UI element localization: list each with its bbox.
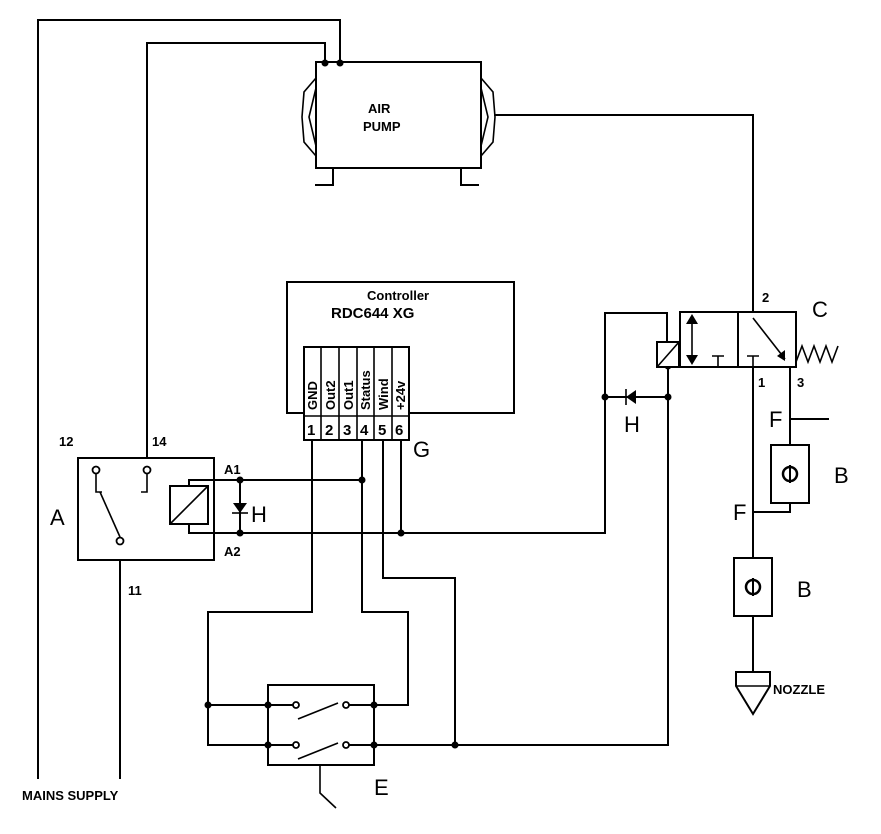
switch-label: E (374, 775, 389, 800)
relay-pin-12: 12 (59, 434, 73, 449)
flow-meter-label-upper: B (834, 463, 849, 488)
terminal-wires (204, 341, 669, 749)
relay-pin-11: 11 (128, 583, 142, 598)
valve-diode: H (601, 362, 672, 437)
relay: 12 14 11 A1 A2 A (50, 434, 241, 598)
valve-port-2: 2 (762, 290, 769, 305)
valve-label: C (812, 297, 828, 322)
relay-label: A (50, 505, 65, 530)
terminal-number-5: 5 (378, 422, 386, 439)
terminal-block: GND Out2 Out1 Status Wind +24v 1 2 3 4 5… (303, 346, 430, 462)
nozzle-label: NOZZLE (773, 682, 825, 697)
flow-meter-upper: B (770, 444, 849, 504)
terminal-number-2: 2 (325, 422, 333, 439)
air-line: F F (733, 366, 829, 673)
valve-port-3: 3 (797, 375, 804, 390)
controller-label-1: Controller (367, 288, 429, 303)
terminal-number-4: 4 (360, 422, 369, 439)
mains-supply-label: MAINS SUPPLY (22, 788, 119, 803)
terminal-name-5: Wind (376, 378, 391, 410)
filter-label-2: F (733, 500, 746, 525)
terminal-name-4: Status (358, 370, 373, 410)
flow-meter-lower: B (733, 557, 812, 617)
switch: E (264, 684, 389, 809)
coil-a2: A2 (224, 544, 241, 559)
controller-label-2: RDC644 XG (331, 305, 414, 322)
coil-wiring: H (188, 312, 668, 537)
air-pump: AIR PUMP (301, 59, 496, 186)
terminal-name-2: Out2 (323, 380, 338, 410)
diode-label-valve: H (624, 412, 640, 437)
solenoid-valve: 2 1 3 C (656, 290, 839, 390)
terminal-block-label: G (413, 437, 430, 462)
terminal-number-3: 3 (343, 422, 351, 439)
terminal-number-6: 6 (395, 422, 403, 439)
diode-label-relay: H (251, 502, 267, 527)
relay-pin-14: 14 (152, 434, 167, 449)
filter-label-1: F (769, 407, 782, 432)
coil-a1: A1 (224, 462, 241, 477)
air-pump-label-1: AIR (368, 101, 391, 116)
air-pump-label-2: PUMP (363, 119, 401, 134)
mains-wires (37, 19, 341, 779)
air-hose (494, 114, 754, 313)
terminal-name-6: +24v (393, 380, 408, 410)
terminal-number-1: 1 (307, 422, 315, 439)
valve-port-1: 1 (758, 375, 765, 390)
flow-meter-label-lower: B (797, 577, 812, 602)
nozzle: NOZZLE (735, 671, 825, 716)
terminal-name-1: GND (305, 381, 320, 410)
terminal-name-3: Out1 (341, 380, 356, 410)
